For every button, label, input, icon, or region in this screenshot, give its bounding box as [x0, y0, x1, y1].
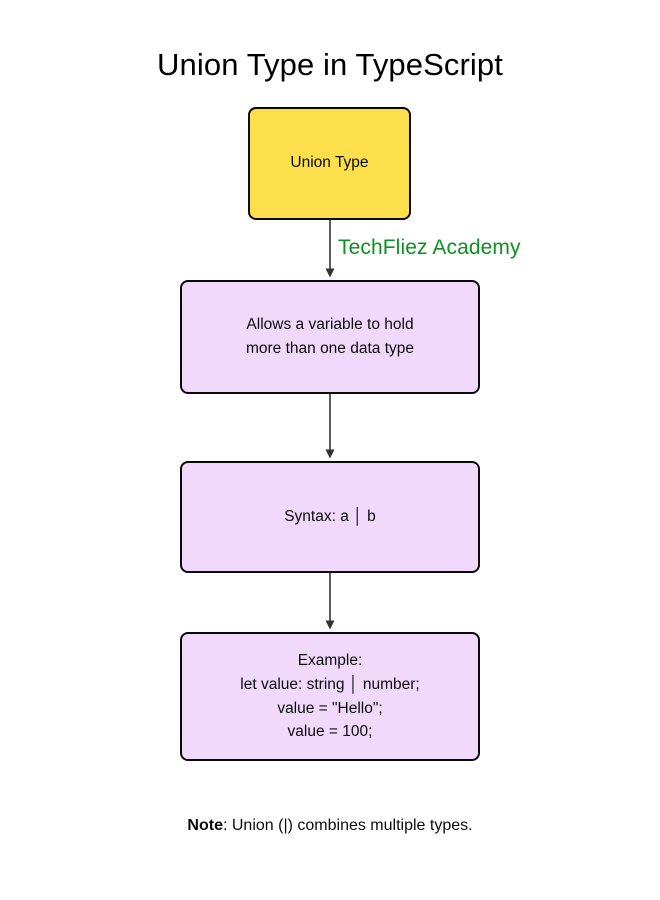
- flowchart-node-definition[interactable]: Allows a variable to hold more than one …: [180, 280, 480, 394]
- flowchart-node-union-type[interactable]: Union Type: [248, 107, 411, 220]
- node-example-line-3: value = "Hello";: [277, 699, 383, 717]
- footer-note: Note: Union (|) combines multiple types.: [0, 817, 660, 835]
- footer-note-text: Union (|) combines multiple types.: [231, 817, 473, 834]
- footer-note-label: Note: [187, 817, 223, 834]
- node-definition-line-1: Allows a variable to hold: [246, 315, 414, 333]
- node-example-line-2: let value: string │ number;: [240, 675, 420, 693]
- watermark-techfliez-academy: TechFliez Academy: [338, 236, 521, 259]
- page-title: Union Type in TypeScript: [157, 47, 503, 82]
- node-definition-line-2: more than one data type: [245, 340, 415, 357]
- node-union-type-label: Union Type: [290, 154, 369, 172]
- flowchart-node-example[interactable]: Example: let value: string │ number; val…: [180, 632, 480, 761]
- node-syntax-label: Syntax: a │ b: [284, 507, 376, 525]
- node-example-text: Example: let value: string │ number; val…: [182, 649, 478, 743]
- flowchart-node-syntax[interactable]: Syntax: a │ b: [180, 461, 480, 573]
- node-example-line-1: Example:: [297, 652, 363, 670]
- footer-note-separator: :: [222, 817, 232, 834]
- node-example-line-4: value = 100;: [287, 723, 373, 741]
- node-definition-text: Allows a variable to hold more than one …: [182, 313, 478, 362]
